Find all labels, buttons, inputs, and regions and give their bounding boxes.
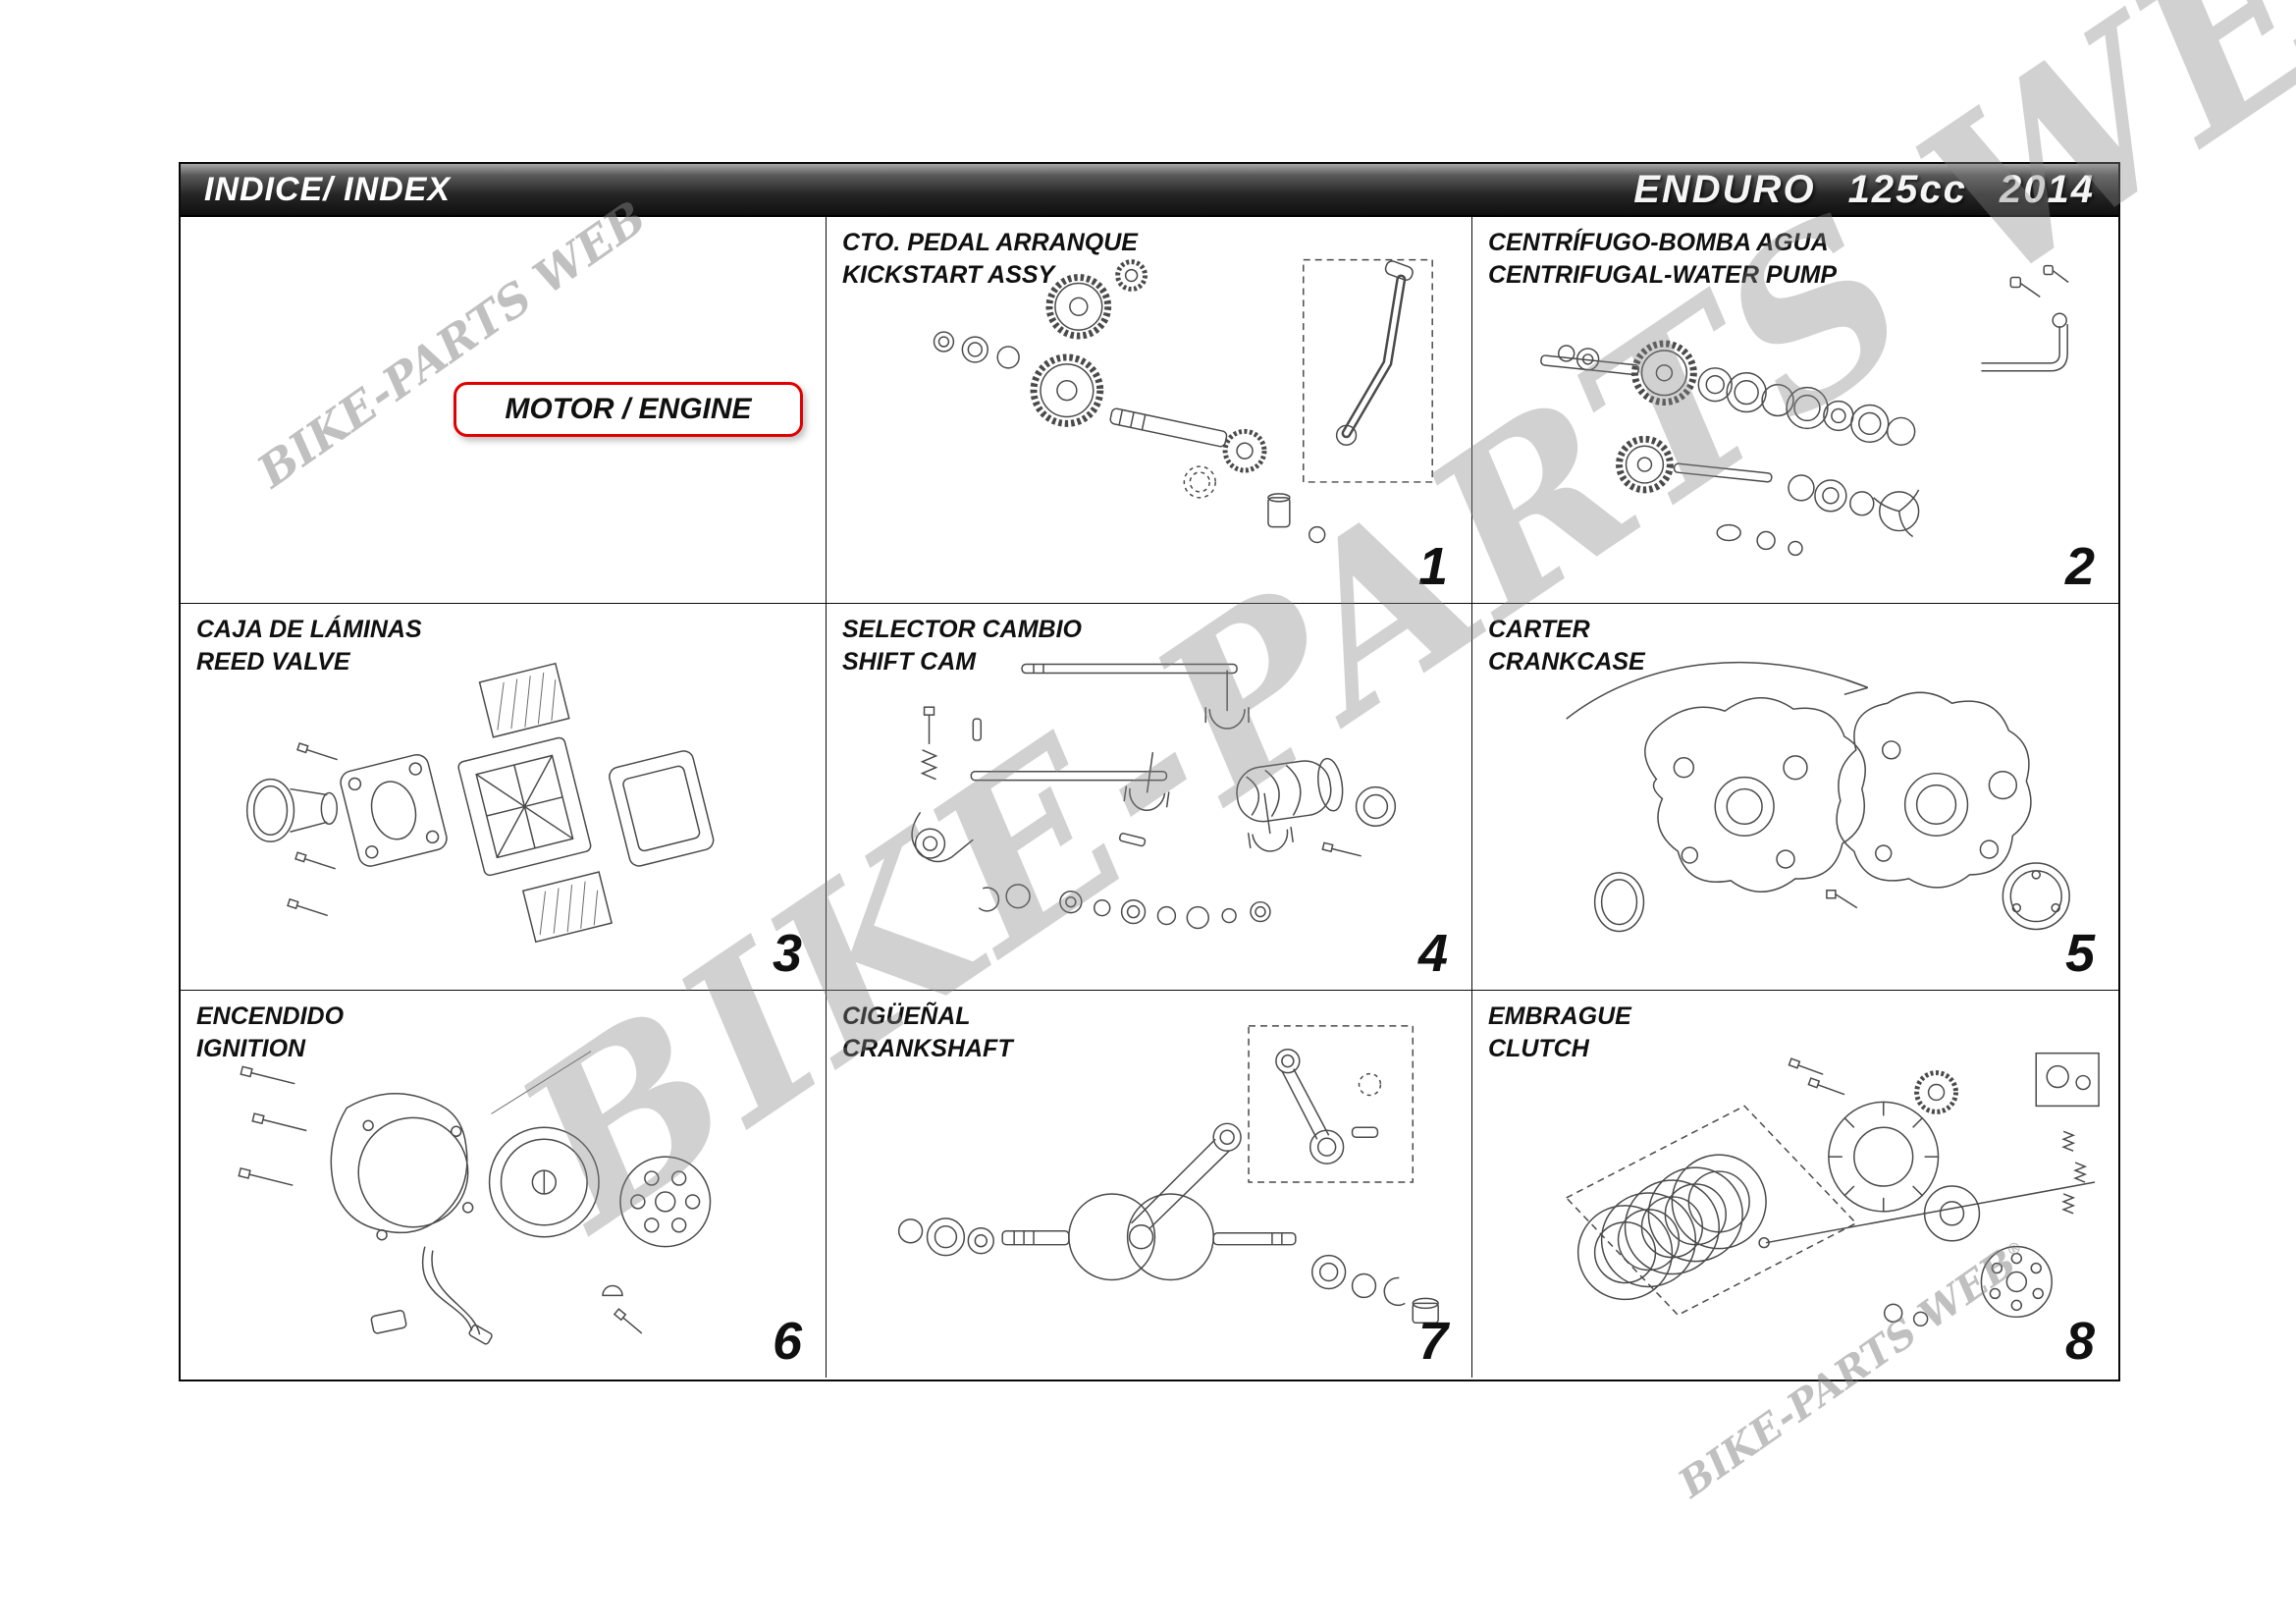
- cell-number: 3: [772, 924, 802, 983]
- cell-title: CAJA DE LÁMINAS REED VALVE: [196, 614, 422, 677]
- header-bar: INDICE/ INDEX ENDURO 125cc 2014: [181, 164, 2118, 217]
- cell-title-es: CAJA DE LÁMINAS: [196, 616, 422, 643]
- cell-title-en: CENTRIFUGAL-WATER PUMP: [1488, 260, 1838, 289]
- index-cell-reed-valve[interactable]: CAJA DE LÁMINAS REED VALVE: [181, 604, 827, 991]
- reed-valve-diagram: [245, 662, 715, 944]
- shift-cam-diagram: [911, 663, 1397, 930]
- cell-title: CTO. PEDAL ARRANQUE KICKSTART ASSY: [842, 227, 1138, 291]
- index-cell-crankshaft[interactable]: CIGÜEÑAL CRANKSHAFT: [827, 991, 1472, 1378]
- motor-engine-label: MOTOR / ENGINE: [505, 393, 752, 425]
- index-grid: MOTOR / ENGINE CTO. PEDAL ARRANQUE KICKS…: [181, 217, 2118, 1378]
- cell-title-en: CRANKCASE: [1488, 647, 1645, 676]
- clutch-diagram: [1565, 1052, 2100, 1327]
- cell-title-en: CLUTCH: [1488, 1034, 1589, 1062]
- model-title: ENDURO 125cc 2014: [1633, 167, 2095, 211]
- cell-title-en: KICKSTART ASSY: [842, 260, 1055, 289]
- cell-number: 5: [2064, 924, 2095, 983]
- index-cell-water-pump[interactable]: CENTRÍFUGO-BOMBA AGUA CENTRIFUGAL-WATER …: [1472, 217, 2118, 604]
- cell-title-en: REED VALVE: [196, 647, 350, 676]
- cell-number: 4: [1417, 924, 1448, 983]
- cell-title: SELECTOR CAMBIO SHIFT CAM: [842, 614, 1082, 677]
- water-pump-diagram: [1540, 264, 2069, 557]
- index-cell-kickstart[interactable]: CTO. PEDAL ARRANQUE KICKSTART ASSY: [827, 217, 1472, 604]
- cell-number: 8: [2064, 1312, 2095, 1371]
- motor-engine-badge[interactable]: MOTOR / ENGINE: [454, 382, 803, 437]
- cell-title: ENCENDIDO IGNITION: [196, 1001, 344, 1064]
- cell-title-es: CENTRÍFUGO-BOMBA AGUA: [1488, 229, 1829, 256]
- cell-title: CENTRÍFUGO-BOMBA AGUA CENTRIFUGAL-WATER …: [1488, 227, 1837, 291]
- cell-number: 2: [2064, 537, 2095, 596]
- index-cell-clutch[interactable]: EMBRAGUE CLUTCH: [1472, 991, 2118, 1378]
- index-cell-crankcase[interactable]: CARTER CRANKCASE: [1472, 604, 2118, 991]
- cell-title-es: CARTER: [1488, 616, 1590, 643]
- cell-title: CIGÜEÑAL CRANKSHAFT: [842, 1001, 1013, 1064]
- cell-title-en: IGNITION: [196, 1034, 306, 1062]
- crankcase-diagram: [1566, 661, 2070, 933]
- cell-title-es: SELECTOR CAMBIO: [842, 616, 1082, 643]
- cell-title-es: CTO. PEDAL ARRANQUE: [842, 229, 1138, 256]
- cell-title-es: CIGÜEÑAL: [842, 1002, 971, 1030]
- index-cell-shift-cam[interactable]: SELECTOR CAMBIO SHIFT CAM: [827, 604, 1472, 991]
- page-title: INDICE/ INDEX: [204, 170, 452, 208]
- index-sheet: INDICE/ INDEX ENDURO 125cc 2014 MOTOR / …: [179, 162, 2120, 1381]
- crankshaft-diagram: [897, 1025, 1439, 1325]
- cell-title: EMBRAGUE CLUTCH: [1488, 1001, 1631, 1064]
- cell-title: CARTER CRANKCASE: [1488, 614, 1645, 677]
- cell-title-en: SHIFT CAM: [842, 647, 977, 676]
- cell-title-es: ENCENDIDO: [196, 1002, 345, 1030]
- cell-title-es: EMBRAGUE: [1488, 1002, 1631, 1030]
- ignition-diagram: [238, 1051, 712, 1345]
- cell-number: 1: [1417, 537, 1448, 596]
- index-cell-ignition[interactable]: ENCENDIDO IGNITION: [181, 991, 827, 1378]
- index-cell-cover: MOTOR / ENGINE: [181, 217, 827, 604]
- cell-title-en: CRANKSHAFT: [842, 1034, 1013, 1062]
- cell-number: 7: [1417, 1312, 1448, 1371]
- kickstart-diagram: [933, 258, 1433, 544]
- cell-number: 6: [772, 1312, 802, 1371]
